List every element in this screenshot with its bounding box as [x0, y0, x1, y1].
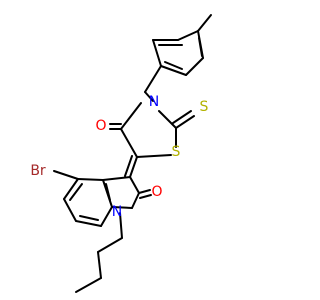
oxygen-label: O: [151, 184, 162, 200]
bond: [75, 277, 102, 293]
chemical-structure: O N S S Br O N: [30, 14, 212, 293]
sulfur-label: S: [172, 144, 181, 160]
bond: [53, 170, 79, 180]
bond: [120, 102, 142, 130]
bond: [75, 220, 102, 227]
bond: [152, 39, 162, 67]
nitrogen-label: N: [149, 94, 159, 110]
oxygen-label: O: [95, 118, 106, 134]
bond: [144, 65, 162, 93]
bond: [63, 178, 79, 200]
bond: [177, 30, 199, 41]
bond: [100, 206, 113, 227]
bond: [198, 37, 203, 57]
bond: [129, 176, 140, 194]
bond: [158, 110, 177, 129]
atom-labels: O N S S Br O N: [30, 94, 208, 220]
bond: [97, 251, 102, 279]
bond: [77, 178, 104, 181]
bond: [102, 176, 131, 181]
bond: [111, 206, 133, 209]
bond: [197, 14, 212, 32]
bond: [160, 65, 187, 76]
bond: [79, 215, 99, 221]
bond: [185, 57, 204, 76]
bond: [97, 237, 123, 253]
bond: [119, 212, 123, 239]
bond: [124, 155, 133, 177]
bond: [69, 183, 83, 201]
nitrogen-label: N: [112, 204, 122, 220]
sulfur-label: S: [200, 99, 209, 115]
bond: [138, 189, 151, 194]
bond: [175, 115, 195, 129]
bond: [129, 156, 138, 178]
bond: [120, 128, 138, 158]
bond-layer: [53, 14, 212, 293]
bond: [164, 61, 183, 70]
bond: [172, 110, 192, 124]
bond: [131, 192, 140, 209]
bromine-label: Br: [30, 163, 46, 179]
bond: [105, 183, 111, 201]
bond: [136, 154, 172, 158]
bond: [63, 198, 77, 222]
bond: [144, 91, 154, 102]
bond: [139, 194, 152, 199]
